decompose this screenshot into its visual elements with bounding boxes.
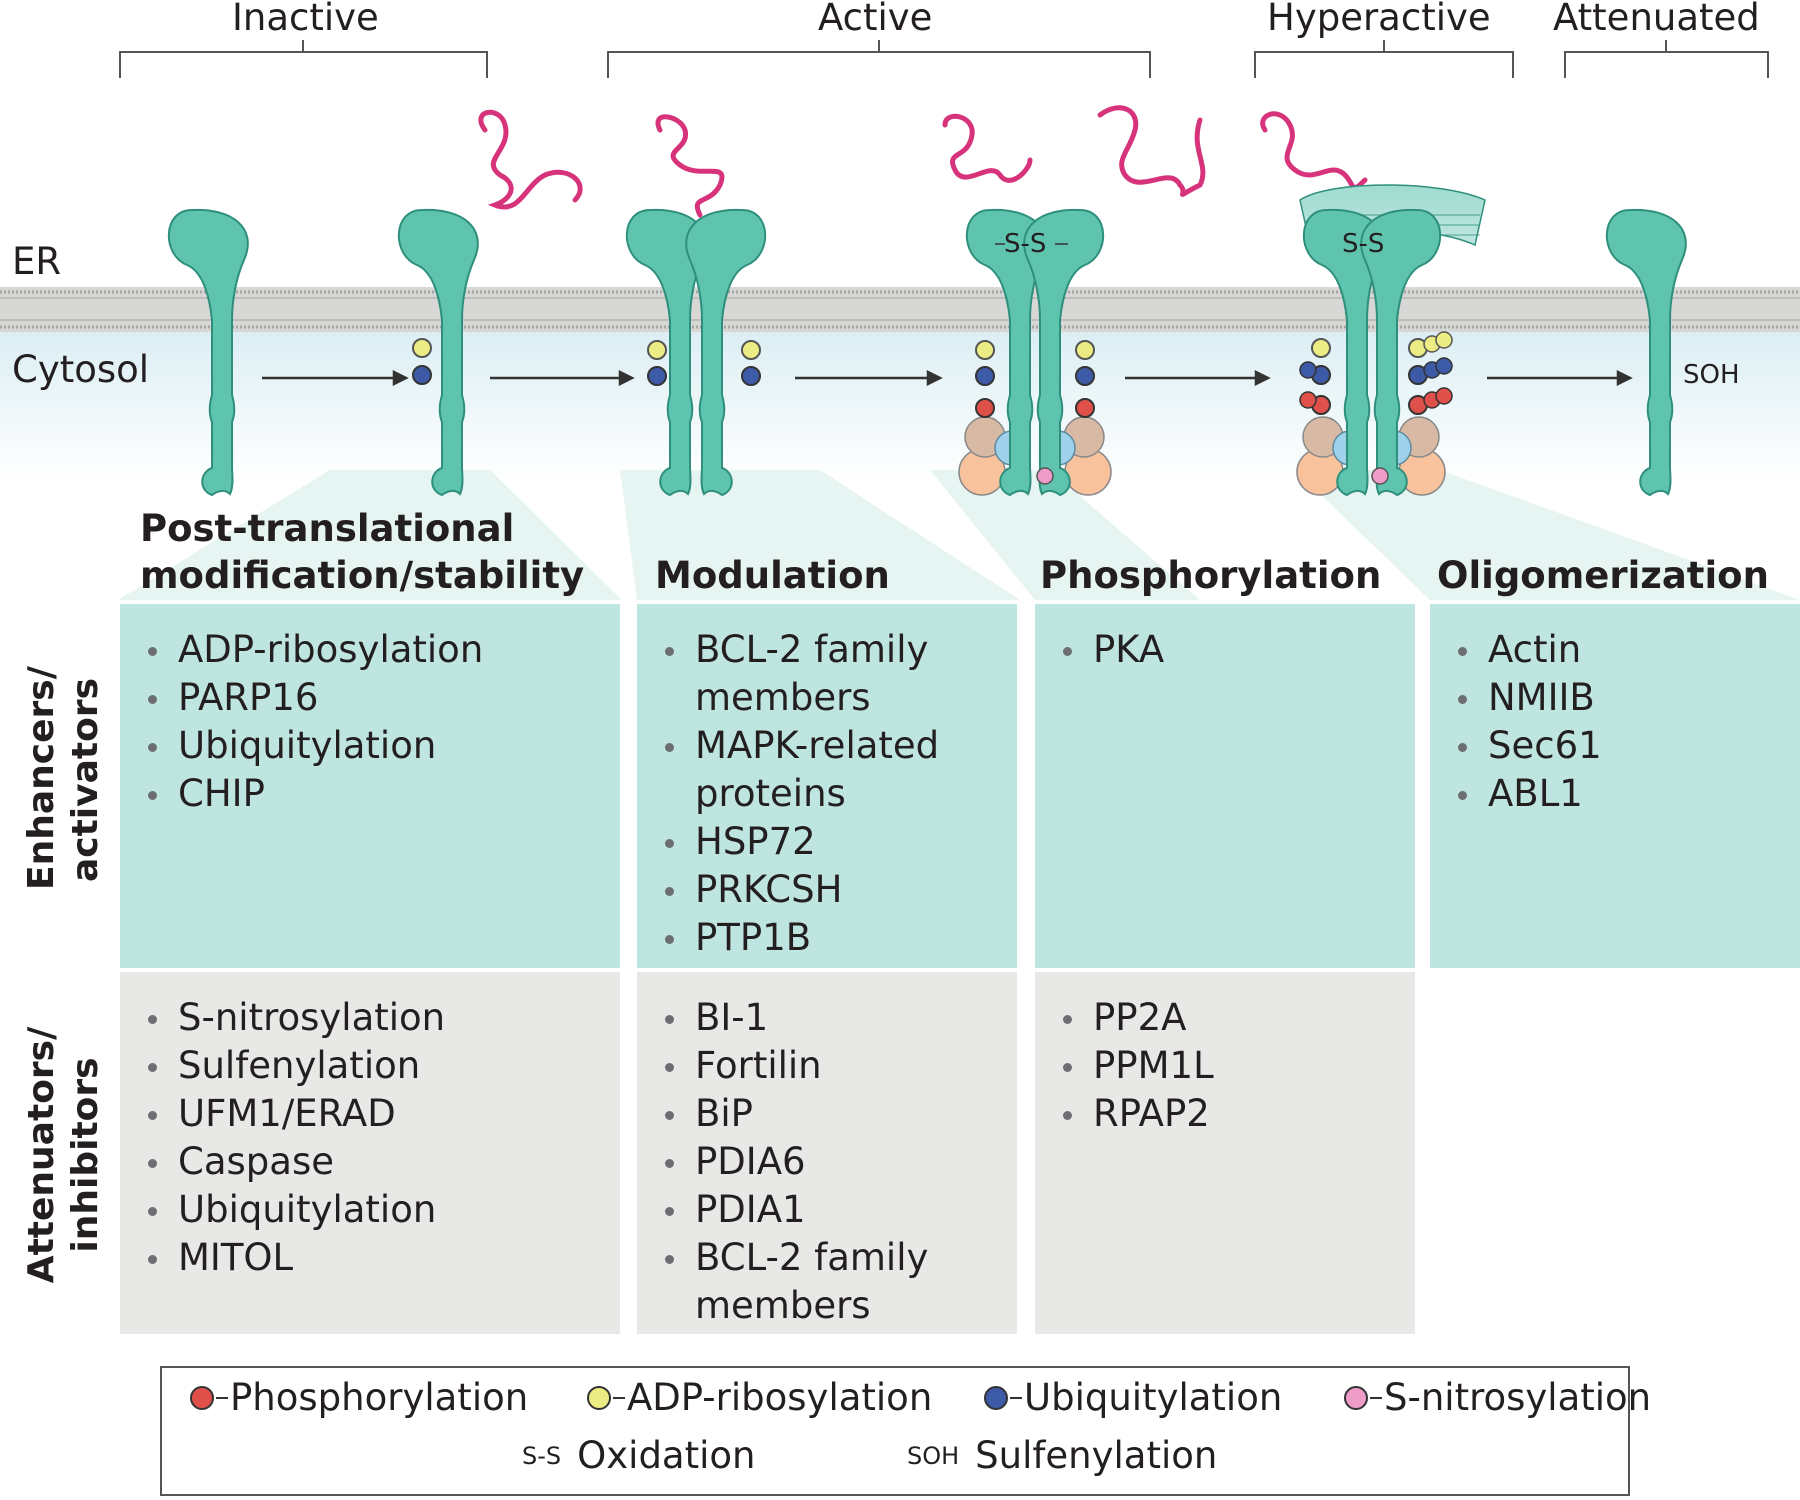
enhancer-item: ABL1 [1454,770,1790,818]
adp-ribosylation-mark [412,338,432,358]
attenuator-item: Fortilin [661,1042,1007,1090]
attenuator-item: Sulfenylation [144,1042,610,1090]
ubiquitylation-mark [412,365,432,385]
header-phosphorylation: Phosphorylation [1040,554,1382,597]
sulfenylation-symbol: SOH [907,1441,960,1470]
row-label-attenuators: Attenuators/ inhibitors [21,1026,106,1284]
ubiquitylation-dot-icon [984,1385,1008,1410]
enhancer-item: NMIIB [1454,674,1790,722]
header-ptm-stability: Post-translational modification/stabilit… [140,507,585,597]
attenuator-item: BCL-2 family members [661,1234,1007,1330]
attenuator-item: BI-1 [661,994,1007,1042]
enhancer-item: ADP-ribosylation [144,626,610,674]
s-nitrosylation-dot-icon [1344,1385,1368,1410]
enhancer-item: PKA [1059,626,1405,674]
attenuator-item: BiP [661,1090,1007,1138]
enhancers-panel-phosphorylation: PKA [1035,604,1415,968]
enhancer-item: Ubiquitylation [144,722,610,770]
phosphorylation-dot-icon [190,1385,214,1410]
cytosol-label: Cytosol [12,348,150,391]
attenuator-item: PDIA6 [661,1138,1007,1186]
ire1-oligomer [1296,184,1486,497]
enhancer-item: HSP72 [661,818,1007,866]
attenuator-item: MITOL [144,1234,610,1282]
cytosol-region [0,330,1800,480]
legend-ubiquitylation: Ubiquitylation [984,1376,1282,1419]
panel-connectors [118,470,1800,600]
disulfide-tag: S-S [1342,229,1385,259]
attenuator-item: PP2A [1059,994,1405,1042]
header-modulation: Modulation [655,554,890,597]
enhancer-item: Sec61 [1454,722,1790,770]
activation-arrows [262,369,1633,387]
disulfide-tag: S-S [1004,229,1047,259]
attenuator-item: RPAP2 [1059,1090,1405,1138]
enhancer-item: PRKCSH [661,866,1007,914]
legend-s-nitrosylation: S-nitrosylation [1344,1376,1651,1419]
unfolded-peptides [478,105,1368,218]
oxidation-symbol: S-S [522,1441,562,1470]
stage-active: Active [818,0,933,39]
attenuator-item: PPM1L [1059,1042,1405,1090]
adp-ribosylation-dot-icon [587,1385,611,1410]
stage-inactive: Inactive [232,0,379,39]
legend: Phosphorylation ADP-ribosylation Ubiquit… [160,1366,1651,1496]
attenuator-item: UFM1/ERAD [144,1090,610,1138]
stage-hyperactive: Hyperactive [1267,0,1491,39]
enhancer-item: PARP16 [144,674,610,722]
header-oligomerization: Oligomerization [1437,554,1769,597]
attenuator-item: Caspase [144,1138,610,1186]
enhancer-item: CHIP [144,770,610,818]
sulfenyl-tag: SOH [1683,360,1740,390]
stage-brackets [119,40,1769,78]
legend-adp-ribosylation: ADP-ribosylation [587,1376,932,1419]
stage-attenuated: Attenuated [1553,0,1760,39]
enhancer-item: BCL-2 family members [661,626,1007,722]
phosphorylated-dimer [958,208,1112,497]
enhancer-item: MAPK-related proteins [661,722,1007,818]
er-membrane [0,287,1800,332]
enhancer-item: Actin [1454,626,1790,674]
er-label: ER [12,240,62,283]
legend-phosphorylation: Phosphorylation [190,1376,528,1419]
attenuator-item: Ubiquitylation [144,1186,610,1234]
attenuator-item: PDIA1 [661,1186,1007,1234]
enhancer-item: PTP1B [661,914,1007,962]
row-label-enhancers: Enhancers/ activators [21,666,106,890]
attenuator-item: S-nitrosylation [144,994,610,1042]
